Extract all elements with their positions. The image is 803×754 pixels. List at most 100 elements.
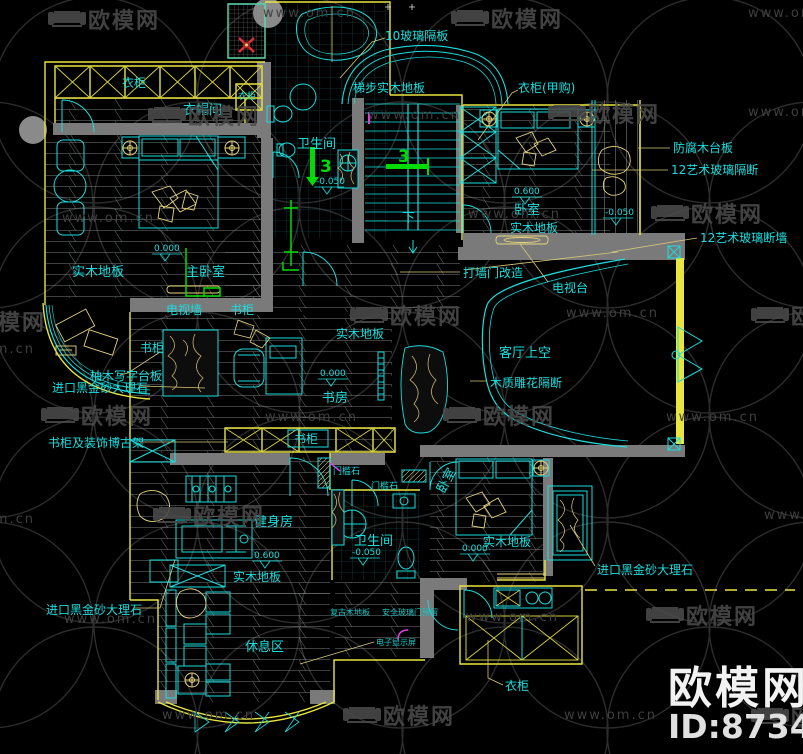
label-stair-floor: 梯步实木地板 bbox=[353, 80, 425, 95]
watermark-site: www.om.cn bbox=[265, 410, 358, 425]
label-wood-floor-gym: 实木地板 bbox=[233, 569, 281, 584]
label-marble-left: 进口黑金砂大理石 bbox=[46, 602, 142, 617]
green-electric-symbols bbox=[185, 200, 299, 297]
label-wood-floor-study: 实木地板 bbox=[336, 326, 384, 341]
label-stairs-down: 下 bbox=[402, 211, 415, 226]
label-master-bedroom: 主卧室 bbox=[186, 264, 225, 280]
plant-symbol bbox=[224, 140, 240, 156]
label-bedroom-tr: 卧室 bbox=[514, 202, 540, 218]
level-balcony-tr: -0.050 bbox=[605, 208, 634, 218]
label-bathroom-bottom: 卫生间 bbox=[354, 534, 393, 549]
survey-crosses bbox=[385, 4, 415, 10]
label-study: 书房 bbox=[322, 390, 348, 406]
label-glass-partition: 10玻璃隔板 bbox=[385, 29, 448, 43]
watermark-site: www.om.cn bbox=[566, 306, 659, 321]
watermark-site: www.om.cn bbox=[468, 207, 561, 222]
label-marble-br: 进口黑金砂大理石 bbox=[597, 562, 693, 577]
plant-symbol bbox=[533, 460, 549, 476]
watermark-brand: 欧模网 bbox=[81, 404, 153, 430]
watermark-brand: 欧模网 bbox=[188, 104, 260, 130]
closet-room bbox=[427, 587, 553, 660]
rest-area-furniture bbox=[165, 589, 300, 733]
level-gym: 0.600 bbox=[254, 551, 280, 561]
magenta-mark-hall bbox=[397, 629, 409, 641]
watermark-brand: 欧模网 bbox=[193, 504, 265, 530]
living-void bbox=[481, 258, 704, 448]
watermark-site: www.om.cn bbox=[564, 708, 657, 723]
label-retro-floor: 复古木地板 bbox=[330, 607, 370, 617]
label-e-screen: 电子显示屏 bbox=[376, 637, 416, 647]
brand-id-block: 欧模网 ID:873426 bbox=[668, 663, 803, 746]
label-wood-floor-br: 实木地板 bbox=[483, 534, 531, 549]
label-tv-stand: 电视台 bbox=[552, 280, 588, 295]
bath-marble-veins bbox=[331, 491, 345, 529]
label-bookcase-side: 书柜 bbox=[140, 341, 164, 355]
plant-symbol bbox=[122, 140, 138, 156]
watermark-brand: 欧模网 bbox=[390, 304, 462, 330]
study-furniture bbox=[233, 251, 385, 448]
label-marble-bay: 进口黑金砂大理石 bbox=[52, 380, 148, 395]
bedroom-tr-furniture bbox=[459, 100, 596, 235]
label-wood-floor-tr: 实木地板 bbox=[510, 220, 558, 235]
watermark-site: www.om.cn bbox=[263, 6, 356, 21]
label-wardrobe-owner: 衣柜(甲购) bbox=[518, 80, 575, 95]
label-wardrobe-strip: 衣柜 bbox=[122, 75, 146, 90]
label-threshold-b: 门槛石 bbox=[371, 480, 398, 492]
bedroom-br-tan bbox=[465, 491, 581, 579]
level-bath-top: -0.050 bbox=[316, 177, 345, 187]
master-bedroom-furniture bbox=[53, 99, 300, 236]
label-gym: 健身房 bbox=[254, 514, 293, 530]
level-bed-tr: 0.600 bbox=[514, 187, 540, 197]
section-label-3a: 3 bbox=[320, 157, 332, 177]
watermark-site: www.om.cn bbox=[64, 612, 157, 627]
bedroom-tr-tan bbox=[495, 131, 631, 245]
rest-plant bbox=[175, 588, 207, 619]
section-markers: 3 3 bbox=[306, 147, 429, 186]
watermark-site: www.om.cn bbox=[764, 508, 803, 523]
watermark-brand: 欧模网 bbox=[691, 202, 763, 228]
bay-window-desk bbox=[45, 304, 219, 397]
label-wardrobe-corner: 衣柜 bbox=[238, 90, 256, 102]
watermark-site: www.om.cn bbox=[748, 105, 803, 120]
level-bath-bottom: -0.050 bbox=[352, 548, 381, 558]
shower-marble-veins bbox=[337, 151, 355, 185]
level-bed-br: 0.000 bbox=[462, 544, 488, 554]
label-carved-partition: 木质雕花隔断 bbox=[490, 375, 562, 390]
label-bookcase-strip: 书柜 bbox=[294, 432, 318, 446]
ceiling-light-marker bbox=[238, 37, 255, 53]
label-wall-demolition: 打墙门改造 bbox=[463, 265, 523, 280]
label-wardrobe-bottom: 衣柜 bbox=[505, 678, 529, 693]
label-preserved-wood: 防腐木台板 bbox=[673, 140, 733, 155]
watermark-brand: 欧模网 bbox=[791, 705, 803, 731]
label-teak-desk: 柚木写字台板 bbox=[90, 368, 162, 383]
bedroom-br-furniture bbox=[429, 458, 593, 561]
watermark-brand: 欧模网 bbox=[491, 7, 563, 33]
watermark-site: www.om.cn bbox=[368, 108, 461, 123]
model-id: ID:873426 bbox=[668, 707, 803, 746]
watermark-site: www.om.cn bbox=[62, 211, 155, 226]
brand-logo-text: 欧模网 bbox=[668, 663, 803, 714]
label-cloakroom: 衣帽间 bbox=[183, 102, 222, 118]
plant-symbol bbox=[184, 672, 200, 688]
watermark-brand: 欧模网 bbox=[0, 310, 46, 336]
bathroom-top bbox=[227, 3, 377, 189]
label-threshold-a: 门槛石 bbox=[333, 465, 360, 477]
bathroom-bottom bbox=[317, 457, 427, 579]
label-living-void: 客厅上空 bbox=[499, 345, 551, 361]
leader-lines bbox=[119, 6, 698, 686]
gym-equipment bbox=[129, 439, 329, 588]
label-bookcase-antique: 书柜及装饰博古架 bbox=[48, 435, 144, 450]
watermark-brand: 欧模网 bbox=[791, 304, 803, 330]
watermark-logos: 欧模网 欧模网 欧模网 欧模网 欧模网 欧模网 欧模网 欧模网 欧模网 欧模网 … bbox=[0, 7, 803, 731]
watermark-site: www.om.cn bbox=[0, 342, 35, 357]
label-bathroom-top: 卫生间 bbox=[297, 137, 336, 152]
watermark-brand: 欧模网 bbox=[483, 404, 555, 430]
watermark-brand: 欧模网 bbox=[686, 604, 758, 630]
label-safety-door: 安全玻璃门预留 bbox=[382, 607, 438, 617]
watermark-site: www.om.cn bbox=[466, 610, 559, 625]
watermark-site: www.om.cn bbox=[0, 512, 35, 527]
watermark-site: www.om.cn bbox=[666, 410, 759, 425]
level-texts: 0.000 -0.050 0.600 -0.050 0.000 0.600 -0… bbox=[154, 177, 634, 561]
